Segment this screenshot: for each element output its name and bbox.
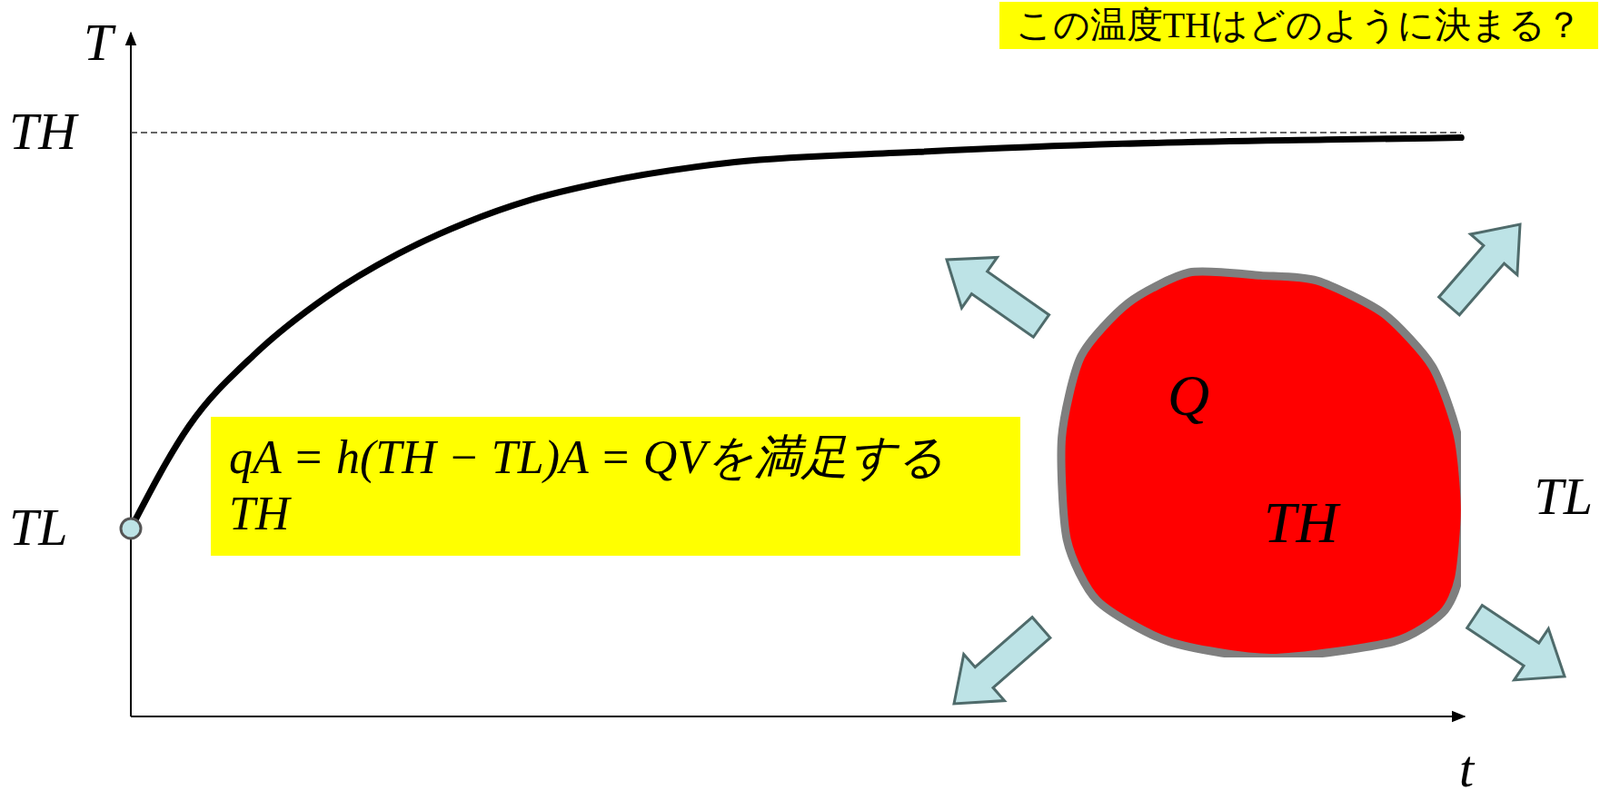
heat-arrow <box>954 617 1051 705</box>
axis-label: t <box>1459 743 1474 796</box>
heat-arrow <box>946 257 1050 338</box>
note-box: qA = h(TH − TL)A = QVを満足するTH <box>210 417 1021 557</box>
ambient-label: TL <box>1533 470 1593 524</box>
axis-label: T <box>83 16 113 70</box>
body-label: Q <box>1167 367 1210 426</box>
body-outline <box>1051 267 1461 658</box>
note-text: qA = h(TH − TL)A = QVを満足するTH <box>228 429 1003 544</box>
y-axis <box>129 32 132 717</box>
body-label: TH <box>1263 494 1339 553</box>
heat-arrow <box>1467 606 1565 681</box>
axis-tick-label: TL <box>9 501 69 555</box>
heat-arrow <box>1439 224 1521 316</box>
heat-body: Q TH <box>1051 267 1461 658</box>
asymptote-line <box>130 131 1461 134</box>
axis-tick-label: TH <box>9 105 77 159</box>
heat-arrows <box>946 224 1565 705</box>
x-axis <box>130 715 1465 718</box>
start-point <box>120 518 141 539</box>
note-text: この温度THはどのように決まる？ <box>1015 3 1582 48</box>
note-box: この温度THはどのように決まる？ <box>999 1 1599 50</box>
body-shape <box>1061 271 1461 658</box>
